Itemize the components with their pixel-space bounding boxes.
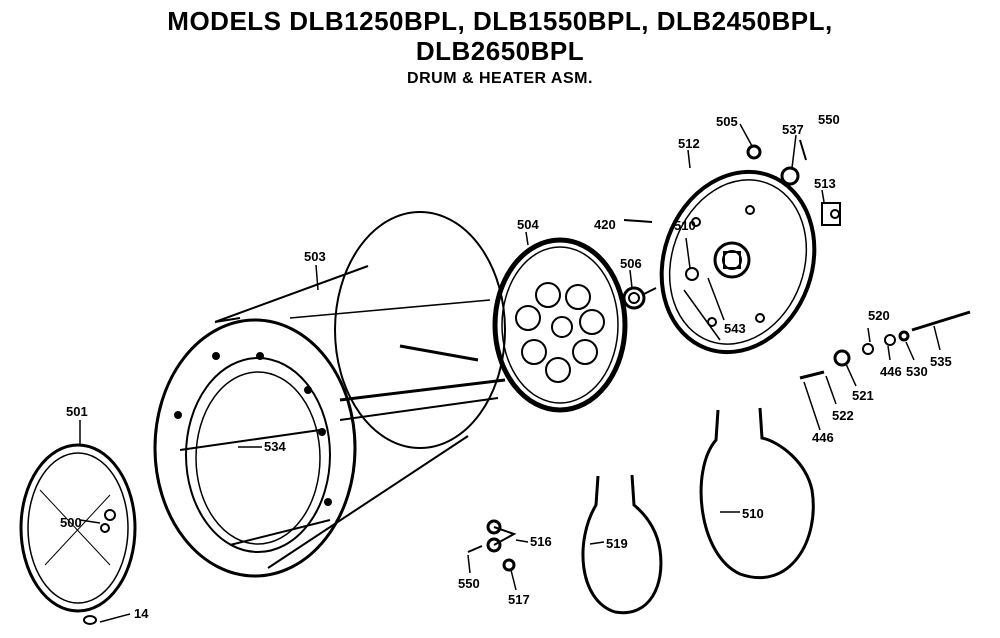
rear-baffle-part [492,237,628,413]
title-line-2: DLB2650BPL [415,36,585,66]
front-seal-ring-part [19,443,137,613]
callout-446-lower: 446 [812,430,834,445]
callout-521: 521 [852,388,874,403]
rear-bulkhead-part [659,169,817,355]
diagram-header: MODELS DLB1250BPL, DLB1550BPL, DLB2450BP… [0,0,1000,100]
callout-501: 501 [66,404,88,419]
callout-503: 503 [304,249,326,264]
callout-543: 543 [724,321,746,336]
callout-519: 519 [606,536,628,551]
top-hardware-parts [623,139,841,226]
callout-550-lower: 550 [458,576,480,591]
callout-522: 522 [832,408,854,423]
title-line-1: MODELS DLB1250BPL, DLB1550BPL, DLB2450BP… [167,6,833,36]
callout-512: 512 [678,136,700,151]
callout-513: 513 [814,176,836,191]
callout-505: 505 [716,114,738,129]
callout-510-upper: 510 [674,218,696,233]
callout-446-right: 446 [880,364,902,379]
callout-506: 506 [620,256,642,271]
subtitle: DRUM & HEATER ASM. [407,70,593,87]
callout-550-top: 550 [818,112,840,127]
callout-420: 420 [594,217,616,232]
callout-14: 14 [134,606,149,621]
callout-500: 500 [60,515,82,530]
bearing-part [622,286,657,310]
callout-504: 504 [517,217,539,232]
callout-510-belt: 510 [742,506,764,521]
callout-534: 534 [264,439,286,454]
callout-535: 535 [930,354,952,369]
drum-belts-part [581,407,815,615]
clip-part [83,615,97,625]
callout-530: 530 [906,364,928,379]
right-shaft-parts [799,310,971,380]
drum-part [153,211,506,578]
callout-516: 516 [530,534,552,549]
leader-lines [79,123,941,623]
callout-537: 537 [782,122,804,137]
idler-parts [467,519,517,572]
callout-517: 517 [508,592,530,607]
callout-520: 520 [868,308,890,323]
